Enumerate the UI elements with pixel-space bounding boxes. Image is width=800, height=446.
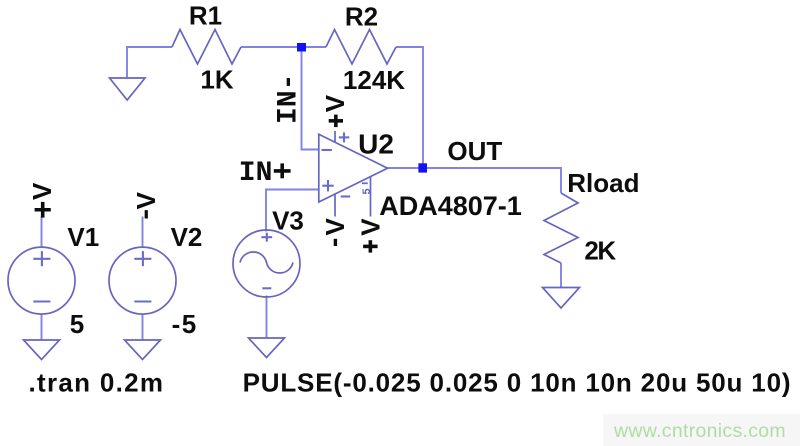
svg-text:V: V <box>131 191 161 209</box>
svg-text:OUT: OUT <box>447 136 502 166</box>
svg-text:PULSE(-0.025 0.025 0 10n 10n 2: PULSE(-0.025 0.025 0 10n 10n 20u 50u 10) <box>243 367 792 397</box>
svg-text:V2: V2 <box>171 222 203 252</box>
svg-text:1K: 1K <box>200 65 233 95</box>
svg-text:5: 5 <box>361 188 373 194</box>
svg-text:R1: R1 <box>189 1 222 31</box>
svg-text:.tran 0.2m: .tran 0.2m <box>29 367 165 397</box>
svg-text:ADA4807-1: ADA4807-1 <box>379 191 522 221</box>
svg-text:U2: U2 <box>358 129 394 160</box>
svg-text:IN-: IN- <box>273 74 304 124</box>
svg-text:V3: V3 <box>272 206 304 236</box>
svg-text:124K: 124K <box>343 65 405 95</box>
svg-text:V: V <box>320 218 350 236</box>
svg-text:IN: IN <box>239 158 273 189</box>
svg-text:R2: R2 <box>345 2 378 32</box>
svg-text:5: 5 <box>70 309 84 339</box>
svg-text:Rload: Rload <box>567 168 639 198</box>
svg-text:V1: V1 <box>67 222 99 252</box>
svg-text:V: V <box>355 218 385 236</box>
svg-text:V: V <box>27 182 57 200</box>
svg-text:-5: -5 <box>172 309 198 339</box>
svg-text:2K: 2K <box>584 236 616 266</box>
svg-text:www.cntronics.com: www.cntronics.com <box>613 420 786 442</box>
svg-text:V: V <box>320 94 350 112</box>
